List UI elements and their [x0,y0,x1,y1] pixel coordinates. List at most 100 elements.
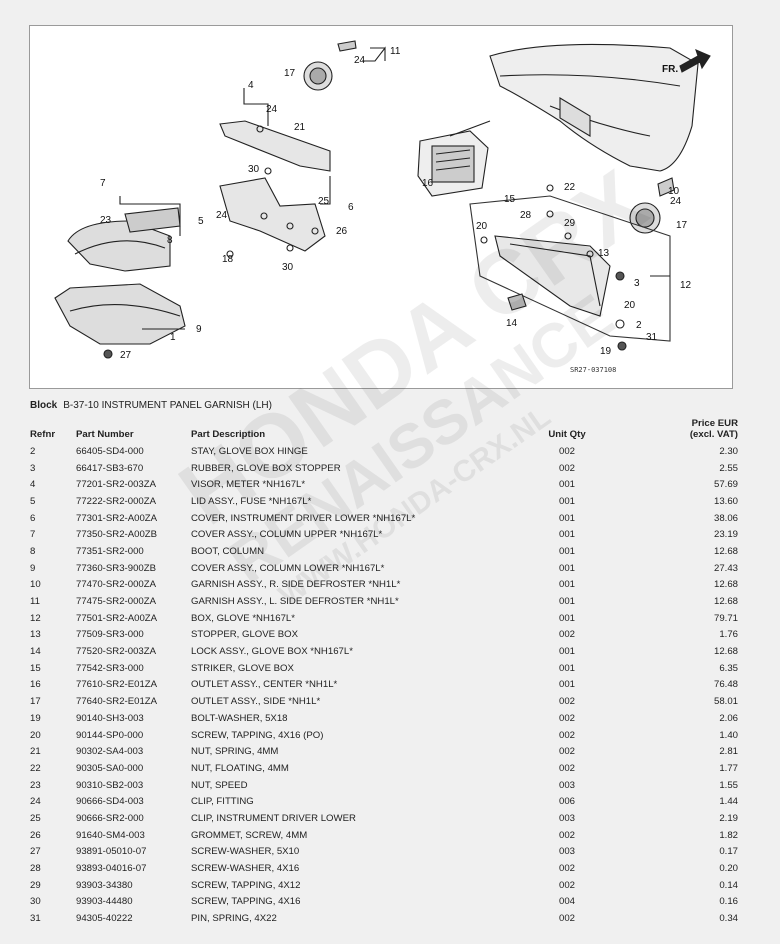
callout-8: 8 [167,235,173,246]
callout-6: 6 [348,202,354,213]
cell-unit-qty: 003 [558,779,575,791]
exploded-view-drawing: 11 24 17 4 24 21 30 7 23 8 5 24 18 25 6 … [54,40,711,374]
cell-unit-qty: 001 [558,529,575,541]
cell-part-number: 77475-SR2-000ZA [76,596,156,608]
cell-description: VISOR, METER *NH167L* [191,479,306,491]
cell-refnr: 19 [30,712,41,724]
callout-24: 24 [354,55,366,66]
callout-9: 9 [196,324,202,335]
cell-description: SCREW, TAPPING, 4X12 [191,879,301,891]
cell-refnr: 11 [30,596,40,608]
cell-description: GARNISH ASSY., L. SIDE DEFROSTER *NH1L* [191,596,399,608]
cell-unit-qty: 002 [558,696,575,708]
cell-unit-qty: 002 [558,445,575,457]
cell-part-number: 77360-SR3-900ZB [76,562,156,574]
cell-price: 0.34 [719,913,738,925]
cell-price: 2.30 [719,445,738,457]
cell-price: 23.19 [713,529,738,541]
cell-refnr: 30 [30,896,41,908]
cell-part-number: 77640-SR2-E01ZA [76,696,158,708]
callout-20: 20 [624,300,636,311]
cell-unit-qty: 001 [558,495,575,507]
cell-part-number: 90666-SD4-003 [76,796,144,808]
callout-17: 17 [676,220,688,231]
cell-unit-qty: 001 [558,679,575,691]
callout-30: 30 [282,262,294,273]
cell-price: 12.68 [713,596,738,608]
cell-description: NUT, SPRING, 4MM [191,746,279,758]
cell-refnr: 6 [30,512,36,524]
cell-part-number: 77351-SR2-000 [76,545,144,557]
callout-16: 16 [422,178,434,189]
callout-13: 13 [598,248,610,259]
cell-part-number: 93903-44480 [76,896,133,908]
cell-unit-qty: 002 [558,762,575,774]
cell-description: OUTLET ASSY., CENTER *NH1L* [191,679,338,691]
cell-refnr: 7 [30,529,36,541]
cell-part-number: 94305-40222 [76,913,133,925]
callout-20: 20 [476,221,488,232]
cell-price: 12.68 [713,545,738,557]
driver-lower-cover-shape [219,177,326,252]
cell-unit-qty: 001 [558,596,575,608]
cell-refnr: 24 [30,796,41,808]
cell-price: 1.40 [719,729,738,741]
header-description: Part Description [191,429,266,440]
cell-price: 38.06 [713,512,738,524]
cell-price: 57.69 [713,479,738,491]
callout-19: 19 [600,346,612,357]
cell-price: 1.76 [719,629,738,641]
header-price-line1: Price EUR [691,418,738,429]
callout-27: 27 [120,350,132,361]
header-unit-qty: Unit Qty [548,429,586,440]
cell-refnr: 25 [30,812,41,824]
cell-price: 12.68 [713,579,738,591]
callout-5: 5 [198,216,204,227]
cell-refnr: 8 [30,545,36,557]
cell-unit-qty: 002 [558,829,575,841]
cell-unit-qty: 001 [558,562,575,574]
cell-part-number: 77301-SR2-A00ZA [76,512,158,524]
cell-unit-qty: 002 [558,712,575,724]
cell-description: CLIP, INSTRUMENT DRIVER LOWER [191,812,356,824]
cell-refnr: 31 [30,913,41,925]
cell-description: SCREW-WASHER, 4X16 [191,863,300,875]
cell-description: BOOT, COLUMN [191,545,265,557]
cell-description: COVER ASSY., COLUMN LOWER *NH167L* [191,562,385,574]
front-label: FR. [662,64,678,75]
cell-description: LOCK ASSY., GLOVE BOX *NH167L* [191,646,353,658]
cell-description: SCREW, TAPPING, 4X16 (PO) [191,729,324,741]
cell-part-number: 77470-SR2-000ZA [76,579,156,591]
callout-15: 15 [504,194,516,205]
cell-description: GROMMET, SCREW, 4MM [191,829,308,841]
cell-unit-qty: 002 [558,462,575,474]
callout-22: 22 [564,182,576,193]
cell-price: 0.17 [719,846,738,858]
cell-description: CLIP, FITTING [191,796,254,808]
parts-diagram: 11 24 17 4 24 21 30 7 23 8 5 24 18 25 6 … [29,25,733,389]
dashboard-shape [489,43,699,172]
cell-unit-qty: 001 [558,579,575,591]
cell-refnr: 3 [30,462,36,474]
cell-unit-qty: 002 [558,913,575,925]
cell-refnr: 14 [30,646,41,658]
cell-price: 12.68 [713,646,738,658]
callout-1: 1 [170,332,176,343]
cell-part-number: 90140-SH3-003 [76,712,144,724]
parts-table: Refnr Part Number Part Description Unit … [30,418,738,927]
